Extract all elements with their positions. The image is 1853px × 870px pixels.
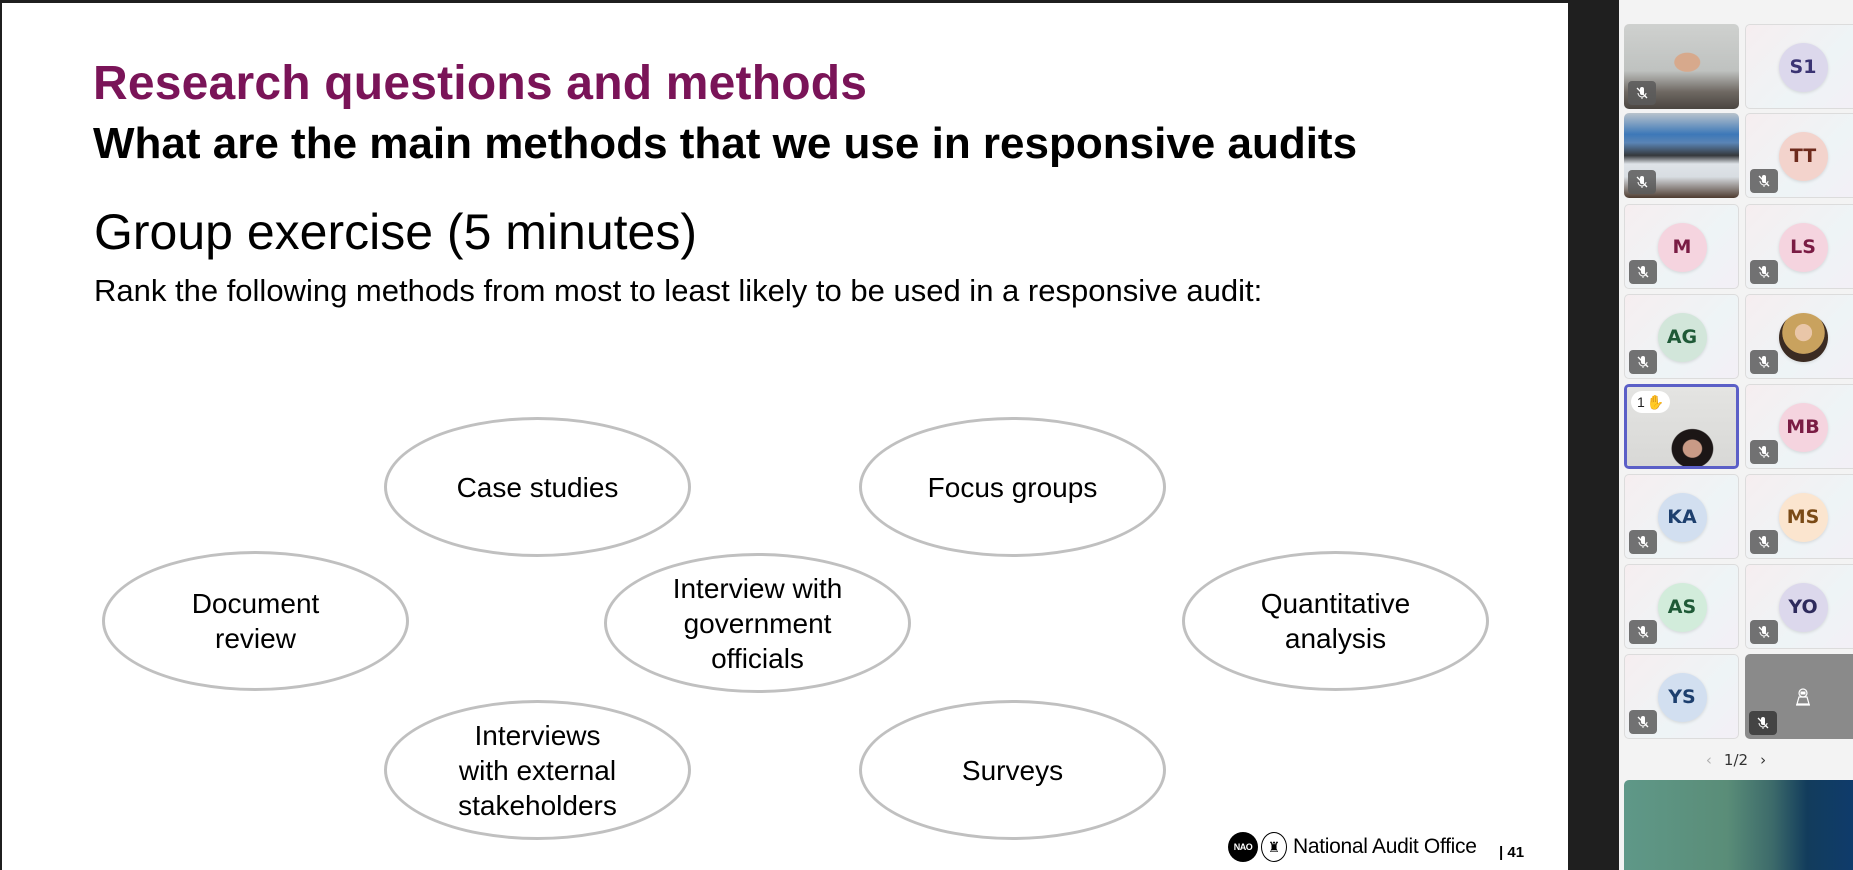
avatar: MB: [1778, 402, 1828, 452]
method-ellipse-focus-groups: Focus groups: [859, 417, 1166, 557]
participant-tile-ka[interactable]: KA: [1624, 474, 1739, 559]
self-view-video[interactable]: [1624, 780, 1853, 870]
method-label: Surveys: [961, 754, 1064, 786]
method-ellipse-case-studies: Case studies: [384, 417, 691, 557]
muted-mic-icon: [1749, 711, 1777, 735]
participant-tile-s1[interactable]: S1: [1745, 24, 1853, 109]
participant-tile-ms[interactable]: MS: [1745, 474, 1853, 559]
muted-mic-icon: [1750, 169, 1778, 193]
avatar: LS: [1778, 222, 1828, 272]
avatar: TT: [1778, 131, 1828, 181]
exercise-heading: Group exercise (5 minutes): [94, 204, 698, 260]
slide-title: Research questions and methods: [93, 57, 868, 110]
top-bar: [0, 0, 1568, 3]
muted-mic-icon: [1750, 350, 1778, 374]
avatar-photo: [1778, 312, 1828, 362]
nao-logo: NAO ♜ National Audit Office: [1228, 832, 1477, 862]
method-label: Quantitative analysis: [1260, 588, 1411, 654]
method-ellipse-surveys: Surveys: [859, 700, 1166, 840]
nao-badge-icon: NAO: [1228, 832, 1258, 862]
avatar: AS: [1657, 582, 1707, 632]
organisation-name: National Audit Office: [1293, 835, 1477, 858]
muted-mic-icon: [1750, 620, 1778, 644]
avatar: AG: [1657, 312, 1707, 362]
avatar: M: [1657, 222, 1707, 272]
crest-icon: ♜: [1261, 832, 1287, 862]
method-label: Case studies: [456, 471, 619, 503]
participant-tile-photo[interactable]: [1745, 294, 1853, 379]
avatar: MS: [1778, 492, 1828, 542]
participant-tile-tt[interactable]: TT: [1745, 113, 1853, 198]
muted-mic-icon: [1750, 260, 1778, 284]
participant-tile-ls[interactable]: LS: [1745, 204, 1853, 289]
participant-tile-m[interactable]: M: [1624, 204, 1739, 289]
slide-subtitle: What are the main methods that we use in…: [93, 119, 1358, 168]
participant-tile-as[interactable]: AS: [1624, 564, 1739, 649]
participant-tile-video[interactable]: [1624, 24, 1739, 109]
method-ellipse-quantitative-analysis: Quantitative analysis: [1182, 551, 1489, 691]
stage-divider: [1568, 0, 1619, 870]
pager-next-chevron-icon[interactable]: ›: [1760, 751, 1767, 769]
pager-prev-chevron-icon[interactable]: ‹: [1705, 751, 1712, 769]
method-label: Document review: [191, 588, 320, 654]
participant-tile-room-camera[interactable]: [1745, 654, 1853, 739]
gallery-pager: ‹ 1/2 ›: [1619, 748, 1853, 772]
method-ellipse-document-review: Document review: [102, 551, 409, 691]
avatar: S1: [1778, 42, 1828, 92]
participant-tile-mb[interactable]: MB: [1745, 384, 1853, 469]
slide-page-number: | 41: [1499, 844, 1525, 861]
method-label: Focus groups: [927, 471, 1098, 503]
muted-mic-icon: [1629, 260, 1657, 284]
avatar: YS: [1657, 672, 1707, 722]
muted-mic-icon: [1750, 530, 1778, 554]
raised-hand-badge: 1 ✋: [1631, 391, 1671, 413]
avatar: KA: [1657, 492, 1707, 542]
muted-mic-icon: [1629, 530, 1657, 554]
method-ellipse-interview-government: Interview with government officials: [604, 553, 911, 693]
room-camera-icon: [1794, 687, 1812, 712]
method-label: Interview with government officials: [672, 572, 843, 674]
raised-hand-icon: ✋: [1646, 393, 1665, 410]
muted-mic-icon: [1629, 710, 1657, 734]
method-label: Interviews with external stakeholders: [458, 719, 617, 821]
muted-mic-icon: [1750, 440, 1778, 464]
participant-tile-active-speaker[interactable]: 1 ✋: [1624, 384, 1739, 469]
participant-tile-room-video[interactable]: [1624, 113, 1739, 198]
participant-tile-yo[interactable]: YO: [1745, 564, 1853, 649]
participants-panel: S1 TT M LS AG 1 ✋ MB KA: [1619, 0, 1853, 870]
participant-tile-ag[interactable]: AG: [1624, 294, 1739, 379]
muted-mic-icon: [1628, 170, 1656, 194]
muted-mic-icon: [1629, 620, 1657, 644]
hand-count: 1: [1637, 394, 1645, 410]
avatar: YO: [1778, 582, 1828, 632]
pager-page-indicator: 1/2: [1723, 751, 1749, 769]
muted-mic-icon: [1629, 350, 1657, 374]
shared-slide: Research questions and methods What are …: [2, 3, 1568, 870]
participant-tile-ys[interactable]: YS: [1624, 654, 1739, 739]
muted-mic-icon: [1628, 81, 1656, 105]
exercise-instruction: Rank the following methods from most to …: [94, 273, 1263, 308]
method-ellipse-interviews-external: Interviews with external stakeholders: [384, 700, 691, 840]
